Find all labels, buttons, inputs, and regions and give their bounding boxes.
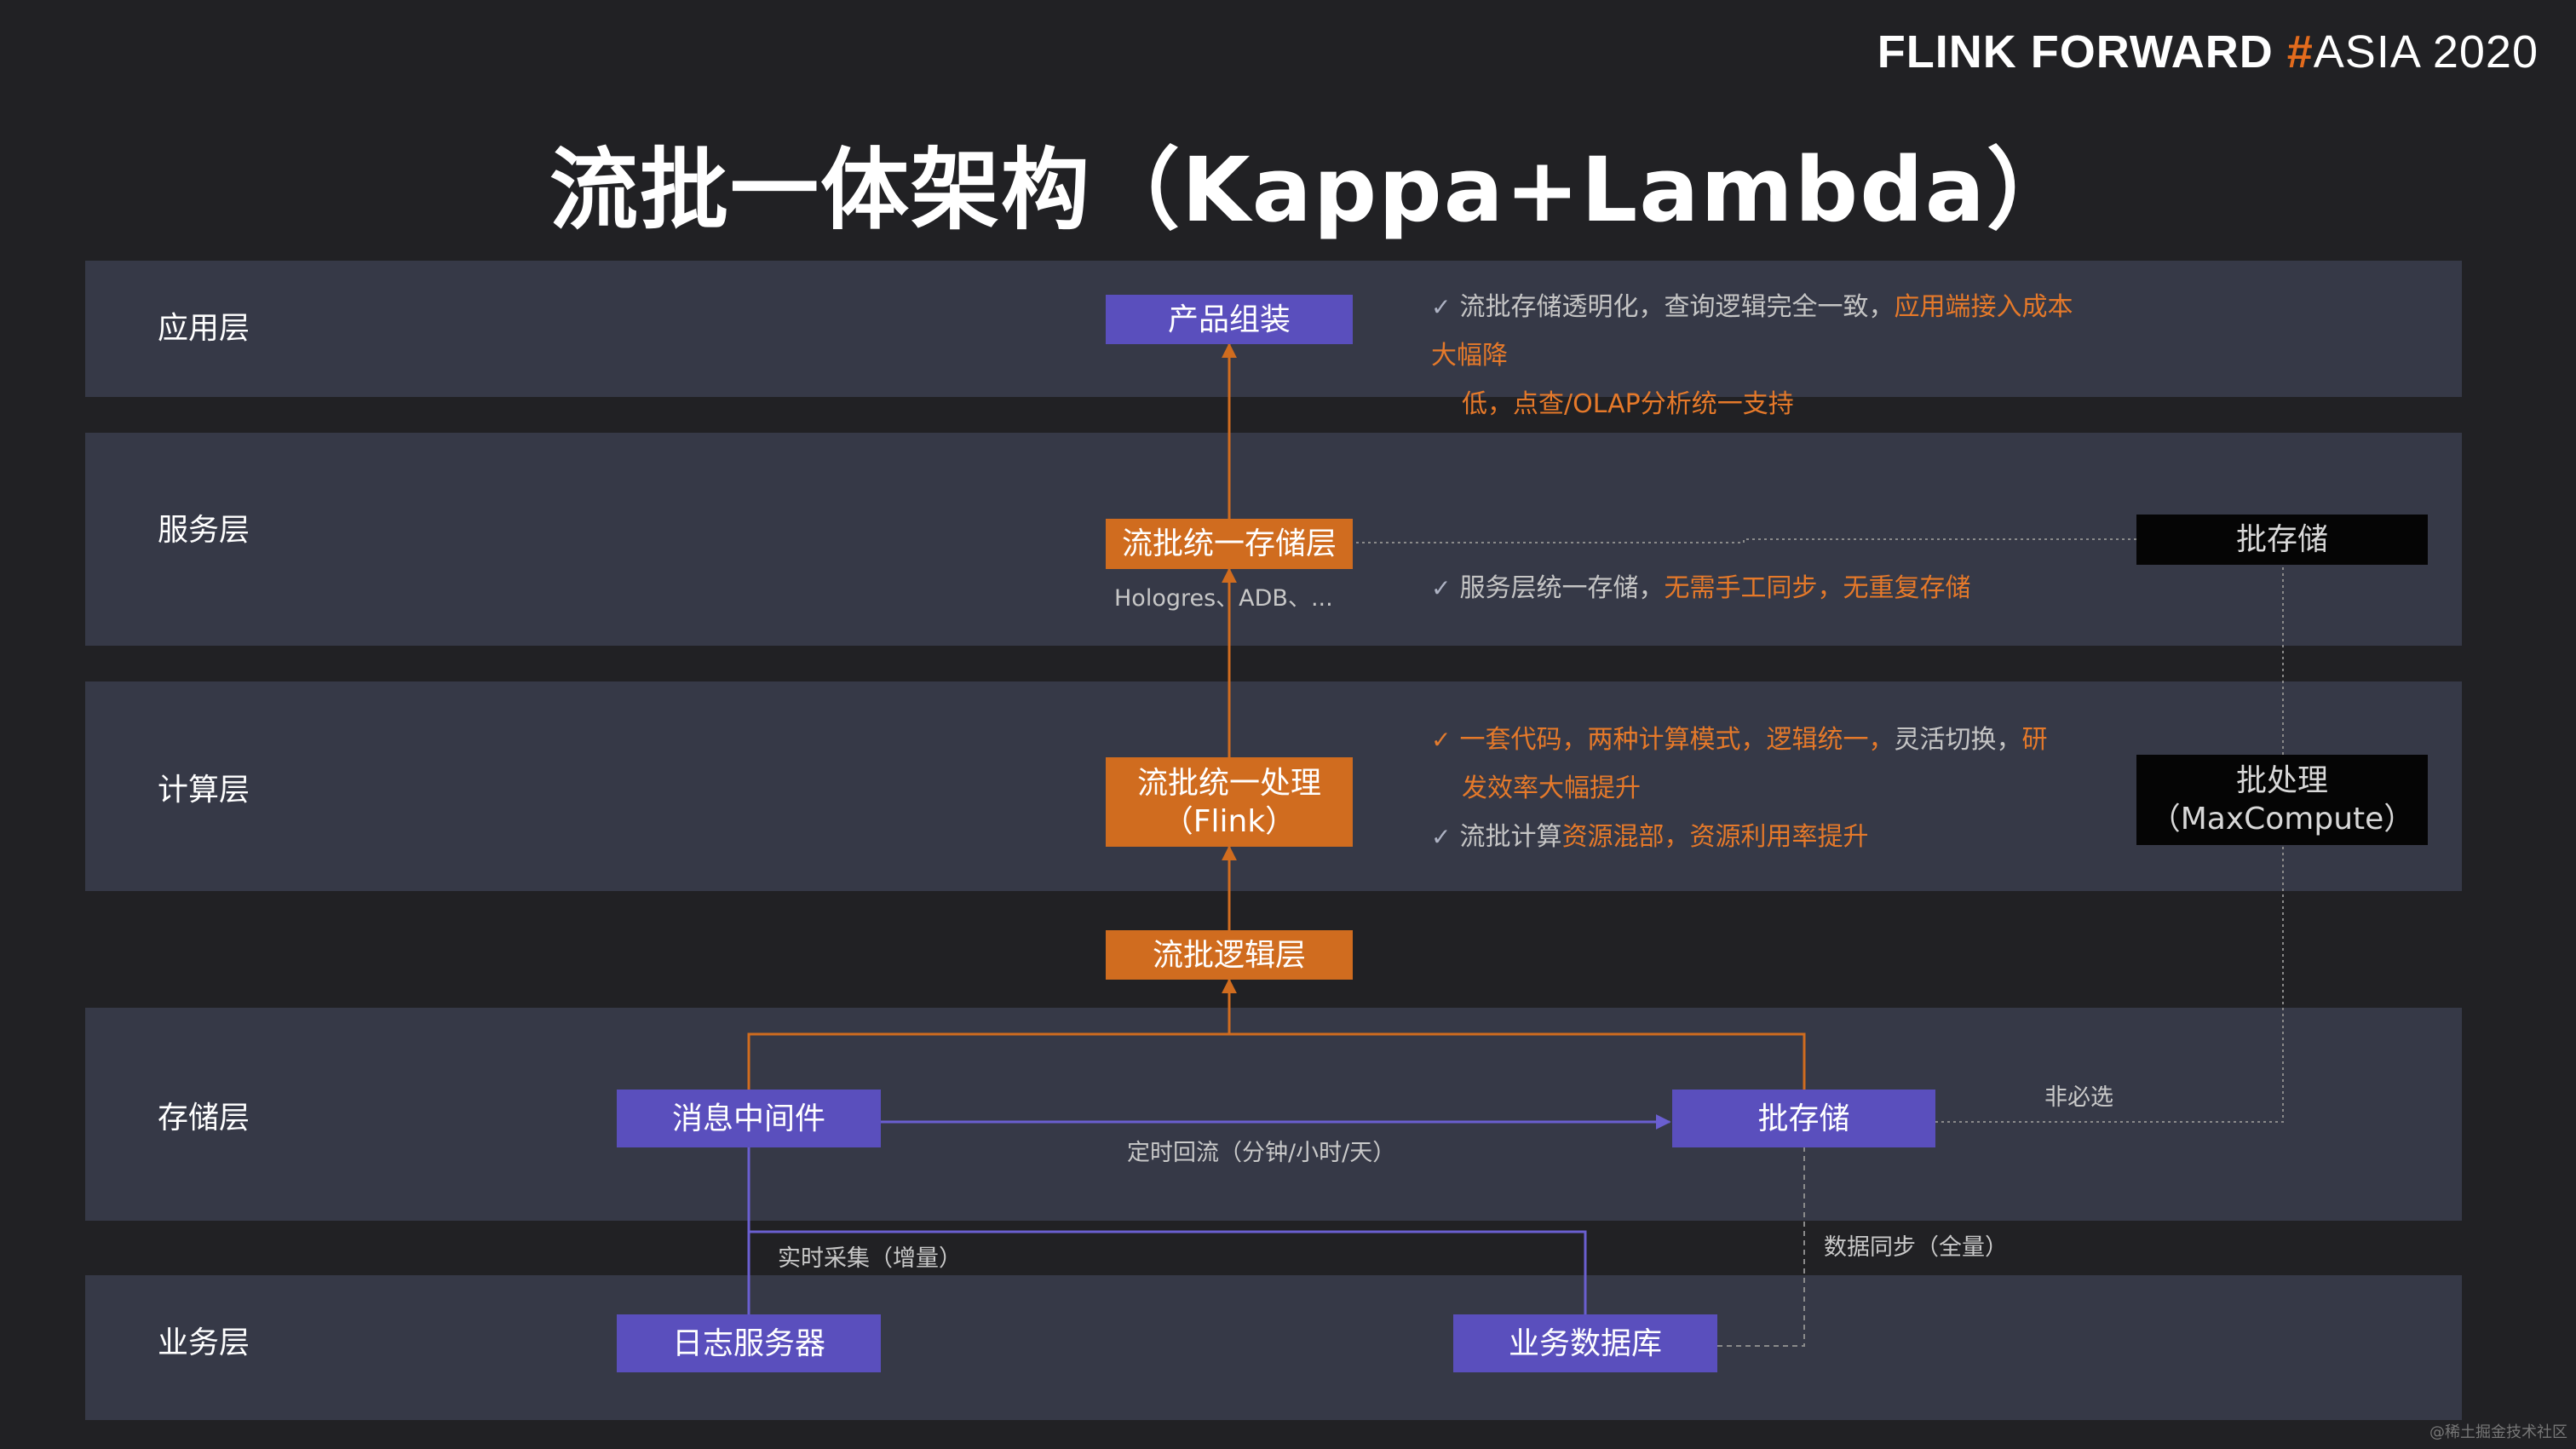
note-app-gray: 流批存储透明化，查询逻辑完全一致， [1459,292,1895,322]
product-assembly-box: 产品组装 [1106,295,1353,344]
note-app-orange2: 低，点查/OLAP分析统一支持 [1462,389,1794,419]
note-compute2-orange: 资源混部，资源利用率提升 [1561,822,1869,852]
edge-label-data-sync: 数据同步（全量） [1824,1234,2008,1261]
note-service: ✓服务层统一存储，无需手工同步，无重复存储 [1431,564,2096,612]
message-middleware-box: 消息中间件 [617,1090,881,1147]
batch-processing-box: 批处理 （MaxCompute） [2136,755,2428,845]
note-compute-orange1: 一套代码，两种计算模式，逻辑统一， [1459,725,1895,755]
band-business [85,1275,2462,1420]
page-title: 流批一体架构（Kappa+Lambda） [549,138,2077,242]
batch-processing-line1: 批处理 [2235,763,2328,798]
check-icon: ✓ [1431,293,1452,321]
brand-hash: # [2286,26,2314,78]
layer-label-storage: 存储层 [158,1101,250,1136]
layer-label-app: 应用层 [158,311,250,346]
note-service-gray: 服务层统一存储， [1459,573,1665,603]
dotted-batch-to-maxcompute [1935,845,2284,1123]
log-server-box: 日志服务器 [617,1314,881,1372]
business-db-box: 业务数据库 [1453,1314,1717,1372]
check-icon: ✓ [1431,823,1452,851]
layer-label-compute: 计算层 [158,773,250,808]
brand-part2: ASIA 2020 [2313,26,2539,78]
note-compute: ✓一套代码，两种计算模式，逻辑统一，灵活切换，研 发效率大幅提升 ✓流批计算资源… [1431,716,2096,861]
note-service-orange: 无需手工同步，无重复存储 [1664,573,1971,603]
note-compute-orange2: 研 [2021,725,2048,755]
brand-logo: FLINK FORWARD #ASIA 2020 [1877,26,2539,78]
dashed-db-to-batch [1717,1147,1805,1347]
note-compute-gray: 灵活切换， [1894,725,2022,755]
note-app-orange1: 应用端接入成本大幅降 [1431,292,2073,371]
unified-storage-box: 流批统一存储层 [1106,519,1353,569]
watermark: @稀土掘金技术社区 [2429,1423,2567,1441]
line-db-to-mq [749,1230,1587,1314]
band-storage [85,1008,2462,1221]
unified-storage-subtitle: Hologres、ADB、... [1114,585,1333,612]
dotted-batchtop-to-unified [1354,538,2136,543]
batch-processing-line2: （MaxCompute） [2149,802,2415,837]
batch-storage-top-box: 批存储 [2136,515,2428,565]
check-icon: ✓ [1431,574,1452,602]
edge-label-timed-backflow: 定时回流（分钟/小时/天） [1127,1140,1396,1166]
layer-label-business: 业务层 [158,1325,250,1360]
unified-processing-line1: 流批统一处理 [1136,765,1321,801]
unified-processing-line2: （Flink） [1162,803,1297,839]
note-compute2-gray: 流批计算 [1459,822,1562,852]
edge-label-realtime-collect: 实时采集（增量） [778,1245,962,1272]
logic-layer-box: 流批逻辑层 [1106,930,1353,980]
orange-join-line [747,1032,1806,1090]
layer-label-service: 服务层 [158,513,250,548]
note-compute-orange3: 发效率大幅提升 [1462,773,1641,803]
edge-label-optional: 非必选 [2044,1084,2113,1111]
note-app: ✓流批存储透明化，查询逻辑完全一致，应用端接入成本大幅降 低，点查/OLAP分析… [1431,283,2096,428]
check-icon: ✓ [1431,726,1452,754]
batch-storage-box: 批存储 [1672,1090,1935,1147]
unified-processing-box: 流批统一处理 （Flink） [1106,757,1353,847]
brand-part1: FLINK FORWARD [1877,26,2274,78]
